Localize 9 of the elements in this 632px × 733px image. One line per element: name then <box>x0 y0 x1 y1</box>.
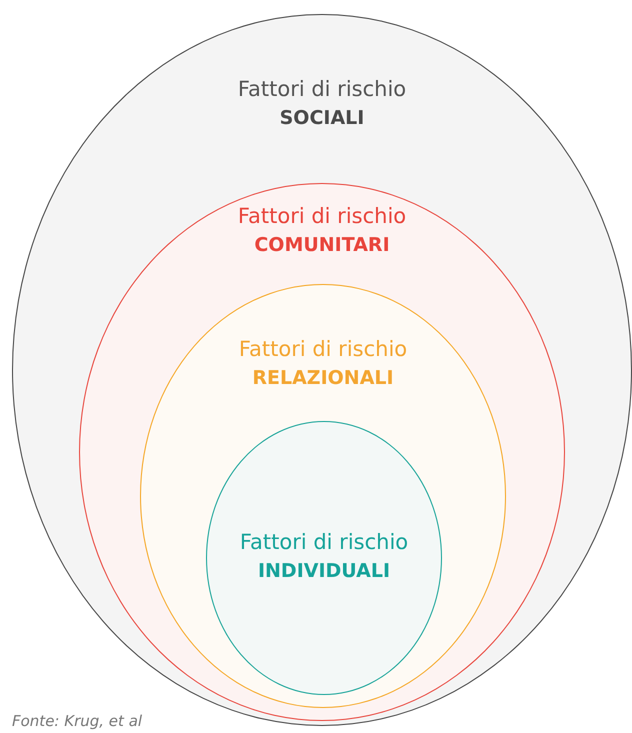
region-label: Fattori di rischio <box>236 77 408 101</box>
region-label: Fattori di rischio <box>236 204 408 228</box>
region-title: INDIVIDUALI <box>256 560 392 582</box>
source-caption: Fonte: Krug, et al <box>12 712 142 730</box>
region-title: RELAZIONALI <box>251 367 395 389</box>
region-title: COMUNITARI <box>253 234 391 256</box>
region-label: Fattori di rischio <box>238 337 408 361</box>
region-title: SOCIALI <box>278 107 366 129</box>
region-label: Fattori di rischio <box>238 530 410 554</box>
